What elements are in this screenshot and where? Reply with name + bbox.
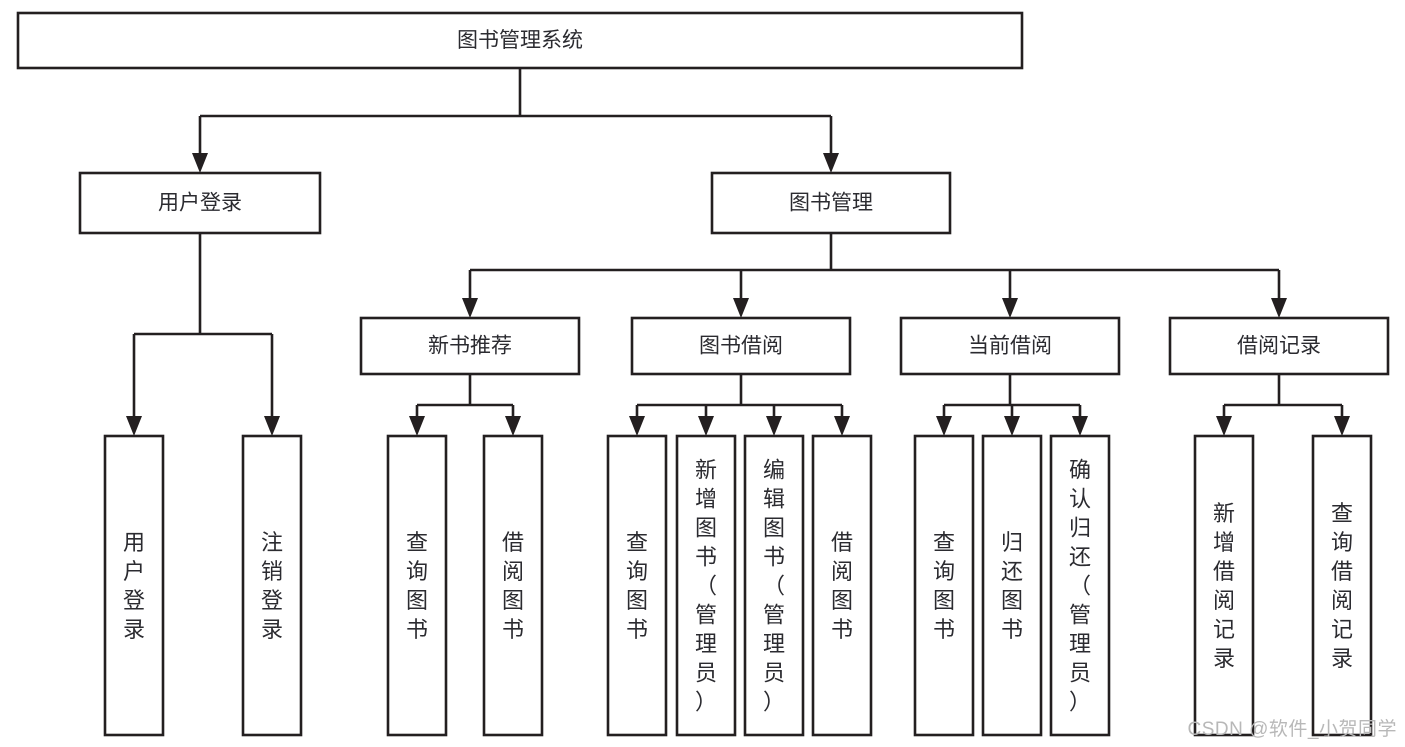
connector-to-leaf-logout-arrowhead [264,416,280,436]
connectors-layer [126,68,1350,436]
node-user-login[interactable]: 用户登录 [78,171,322,235]
node-book-borrow-label: 图书借阅 [699,335,783,358]
node-leaf-add-record-rect[interactable] [1193,434,1255,737]
node-leaf-return-book[interactable]: 归还图书 [981,434,1043,737]
node-leaf-borrow-book-2-label: 借阅图书 [831,530,853,642]
node-leaf-query-book-1-rect[interactable] [386,434,448,737]
node-leaf-query-record[interactable]: 查询借阅记录 [1311,434,1373,737]
node-leaf-borrow-book-2-rect[interactable] [811,434,873,737]
node-leaf-edit-book-label: 编辑图书（管理员） [763,458,785,715]
node-new-book-recommend[interactable]: 新书推荐 [359,316,581,376]
node-book-manage-rect[interactable] [710,171,952,235]
node-borrow-record-rect[interactable] [1168,316,1390,376]
node-leaf-query-book-2-rect[interactable] [606,434,668,737]
node-root-label: 图书管理系统 [457,29,583,52]
connector-to-leaf-query-record-arrowhead [1334,416,1350,436]
node-leaf-user-login[interactable]: 用户登录 [103,434,165,737]
connector-to-leaf-add-book-arrowhead [698,416,714,436]
node-leaf-query-book-3-rect[interactable] [913,434,975,737]
node-leaf-borrow-book-1-rect[interactable] [482,434,544,737]
connector-to-leaf-return-book-arrowhead [1004,416,1020,436]
connector-to-user-login-arrowhead [192,153,208,173]
node-leaf-confirm-return-rect[interactable] [1049,434,1111,737]
connector-to-leaf-borrow-book-2-arrowhead [834,416,850,436]
node-leaf-query-book-3-label: 查询图书 [933,530,955,642]
node-book-manage[interactable]: 图书管理 [710,171,952,235]
node-leaf-return-book-label: 归还图书 [1001,530,1023,642]
node-leaf-user-login-rect[interactable] [103,434,165,737]
node-leaf-query-record-label: 查询借阅记录 [1331,501,1353,671]
node-leaf-edit-book-rect[interactable] [743,434,805,737]
node-leaf-logout-label: 注销登录 [261,530,283,642]
node-leaf-logout[interactable]: 注销登录 [241,434,303,737]
node-leaf-query-book-2-label: 查询图书 [626,530,648,642]
node-leaf-borrow-book-1[interactable]: 借阅图书 [482,434,544,737]
connector-to-borrow-record-arrowhead [1271,298,1287,318]
node-leaf-query-book-3[interactable]: 查询图书 [913,434,975,737]
connector-to-book-manage-arrowhead [823,153,839,173]
watermark-label: CSDN @软件_小贺同学 [1187,719,1397,740]
node-leaf-query-record-rect[interactable] [1311,434,1373,737]
node-user-login-label: 用户登录 [158,192,242,215]
node-current-borrow-rect[interactable] [899,316,1121,376]
connector-to-leaf-query-book-2-arrowhead [629,416,645,436]
node-borrow-record[interactable]: 借阅记录 [1168,316,1390,376]
node-root-rect[interactable] [16,11,1024,70]
node-leaf-return-book-rect[interactable] [981,434,1043,737]
node-root[interactable]: 图书管理系统 [16,11,1024,70]
connector-to-leaf-user-login-arrowhead [126,416,142,436]
connector-to-new-book-recommend-arrowhead [462,298,478,318]
node-book-borrow-rect[interactable] [630,316,852,376]
node-user-login-rect[interactable] [78,171,322,235]
node-leaf-borrow-book-1-label: 借阅图书 [502,530,524,642]
boxes-layer: 图书管理系统用户登录图书管理新书推荐图书借阅当前借阅借阅记录用户登录注销登录查询… [16,11,1390,737]
node-borrow-record-label: 借阅记录 [1237,335,1321,358]
node-new-book-recommend-rect[interactable] [359,316,581,376]
node-leaf-add-book-label: 新增图书（管理员） [695,458,717,715]
connector-to-leaf-edit-book-arrowhead [766,416,782,436]
connector-to-leaf-query-book-3-arrowhead [936,416,952,436]
node-leaf-user-login-label: 用户登录 [123,530,145,642]
connector-to-leaf-query-book-1-arrowhead [409,416,425,436]
connector-to-leaf-add-record-arrowhead [1216,416,1232,436]
node-leaf-borrow-book-2[interactable]: 借阅图书 [811,434,873,737]
node-leaf-query-book-1[interactable]: 查询图书 [386,434,448,737]
node-new-book-recommend-label: 新书推荐 [428,335,512,358]
node-leaf-add-record-label: 新增借阅记录 [1213,501,1235,671]
connector-to-leaf-confirm-return-arrowhead [1072,416,1088,436]
node-current-borrow-label: 当前借阅 [968,335,1052,358]
node-leaf-edit-book[interactable]: 编辑图书（管理员） [743,434,805,737]
node-leaf-add-record[interactable]: 新增借阅记录 [1193,434,1255,737]
node-leaf-query-book-1-label: 查询图书 [406,530,428,642]
node-book-manage-label: 图书管理 [789,192,873,215]
node-leaf-logout-rect[interactable] [241,434,303,737]
node-leaf-add-book[interactable]: 新增图书（管理员） [675,434,737,737]
node-book-borrow[interactable]: 图书借阅 [630,316,852,376]
node-leaf-add-book-rect[interactable] [675,434,737,737]
node-leaf-confirm-return[interactable]: 确认归还（管理员） [1049,434,1111,737]
connector-to-book-borrow-arrowhead [733,298,749,318]
connector-to-leaf-borrow-book-1-arrowhead [505,416,521,436]
node-current-borrow[interactable]: 当前借阅 [899,316,1121,376]
connector-to-current-borrow-arrowhead [1002,298,1018,318]
node-leaf-confirm-return-label: 确认归还（管理员） [1069,458,1091,715]
node-leaf-query-book-2[interactable]: 查询图书 [606,434,668,737]
